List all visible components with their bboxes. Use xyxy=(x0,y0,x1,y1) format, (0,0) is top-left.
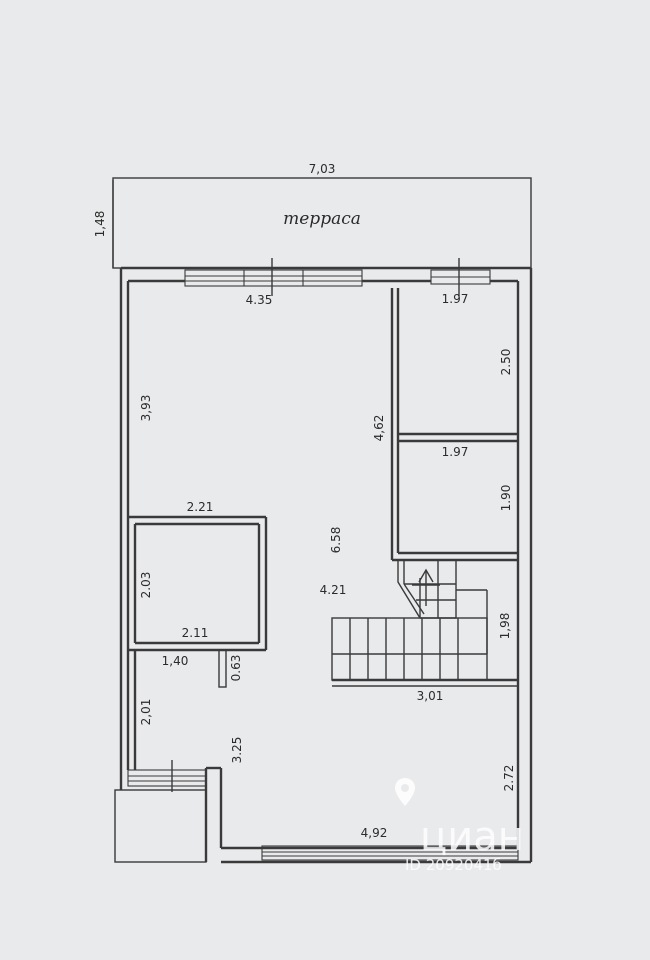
window-bottom xyxy=(261,845,519,861)
dim-room-mid-width: 1.97 xyxy=(442,445,469,459)
dim-living-left: 3,93 xyxy=(139,395,153,422)
window-top-left xyxy=(184,258,363,296)
porch xyxy=(114,789,207,863)
window-top-right xyxy=(430,258,491,296)
location-pin-icon xyxy=(395,778,415,806)
dim-lower-left: 2,01 xyxy=(139,699,153,726)
window-bottom-left xyxy=(127,760,207,792)
stair-arrow-icon xyxy=(418,568,434,583)
dim-stair-bottom: 3,01 xyxy=(417,689,444,703)
dim-right-lower: 2.72 xyxy=(502,765,516,792)
dim-terrace-depth: 1,48 xyxy=(93,211,107,238)
watermark-id: ID 2092041б xyxy=(405,856,502,874)
dim-terrace-width: 7,03 xyxy=(309,162,336,176)
dim-bath-top: 2.21 xyxy=(187,500,214,514)
dim-room-mid-height: 1.90 xyxy=(499,485,513,512)
watermark: циан ID 2092041б xyxy=(395,778,524,874)
dim-living-top: 4.35 xyxy=(246,293,273,307)
dim-room-top-height: 2.50 xyxy=(499,349,513,376)
porch-outline xyxy=(114,789,207,863)
dimension-labels: 7,03 1,48 терраса 4.35 3,93 6.58 4,62 1.… xyxy=(93,162,516,840)
right-rooms xyxy=(390,288,518,562)
dim-bath-side: 2.03 xyxy=(139,572,153,599)
dim-center-height: 6.58 xyxy=(329,527,343,554)
dim-bath-bottom: 2.11 xyxy=(182,626,209,640)
dim-entry: 3.25 xyxy=(230,737,244,764)
dim-niche: 0.63 xyxy=(229,655,243,682)
bathroom xyxy=(128,515,268,688)
niche-wall xyxy=(218,649,227,688)
terrace-label: терраса xyxy=(283,209,361,229)
dim-bottom-width: 4,92 xyxy=(361,826,388,840)
dim-stair-height: 1,98 xyxy=(498,613,512,640)
dim-corridor: 1,40 xyxy=(162,654,189,668)
dim-hall-width: 4.21 xyxy=(320,583,347,597)
dim-room-top-width: 1.97 xyxy=(442,292,469,306)
outer-walls xyxy=(119,266,533,864)
dim-stair-wall: 4,62 xyxy=(372,415,386,442)
staircase xyxy=(331,560,518,687)
watermark-brand: циан xyxy=(420,814,524,860)
